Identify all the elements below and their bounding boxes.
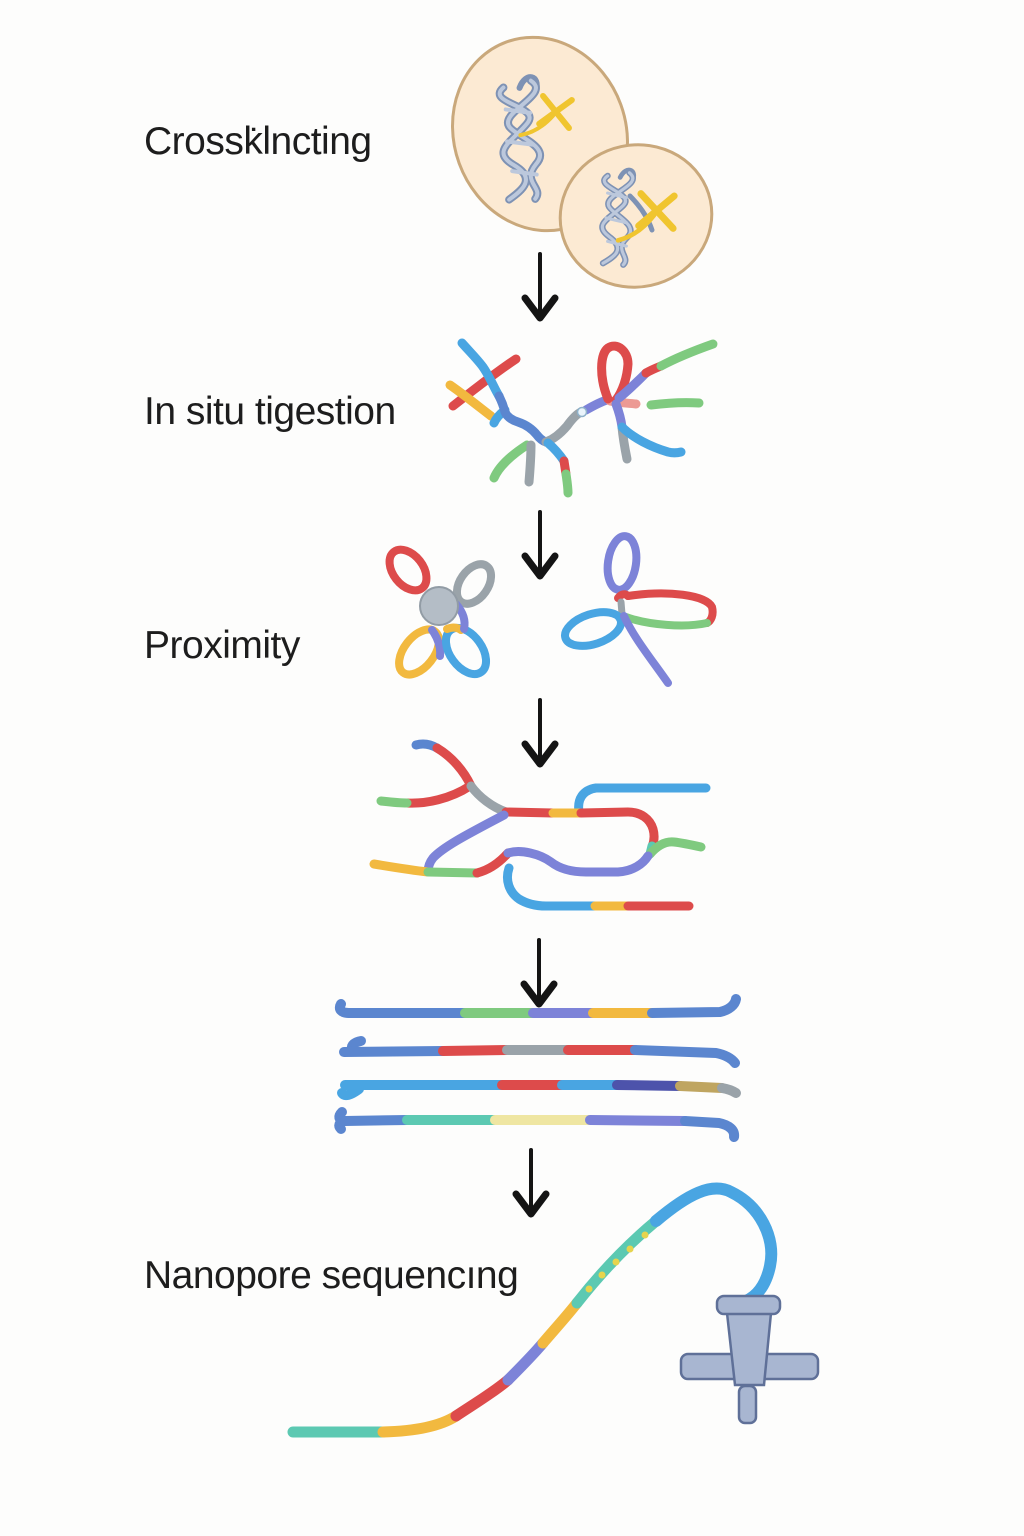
digested-chromatin (445, 338, 718, 498)
down-arrow-1-icon (525, 254, 555, 318)
concatemer-tangle (369, 739, 711, 911)
read-3 (337, 1080, 741, 1101)
crosslinking-label: Crossk̇lncting (144, 120, 372, 163)
down-arrow-2-icon (525, 512, 555, 576)
protein-complex-ball (419, 586, 459, 626)
proximity-label: Proximity (144, 624, 300, 667)
linear-concatemer-reads (334, 994, 741, 1142)
read-4 (334, 1107, 740, 1142)
crosslinked-cells (451, 35, 714, 289)
pore-stem (737, 1384, 758, 1425)
in-situ-digestion-label: In situ tigestion (144, 390, 396, 433)
ligation-cluster-left (385, 545, 496, 679)
pore-cap (715, 1294, 782, 1316)
sequencing-strand (287, 1182, 778, 1438)
nanopore-flow-cell (679, 1294, 820, 1425)
ligation-junction-dot (576, 406, 588, 418)
read-1 (334, 994, 741, 1018)
read-2 (339, 1036, 740, 1068)
down-arrow-4-icon (524, 940, 554, 1004)
nanopore-sequencing-label: Nanopore sequencıng (144, 1254, 519, 1297)
down-arrow-5-icon (516, 1150, 546, 1214)
cell-2 (558, 143, 714, 289)
down-arrow-3-icon (525, 700, 555, 764)
ligation-cluster-right (561, 532, 717, 687)
pore-funnel (725, 1311, 773, 1387)
